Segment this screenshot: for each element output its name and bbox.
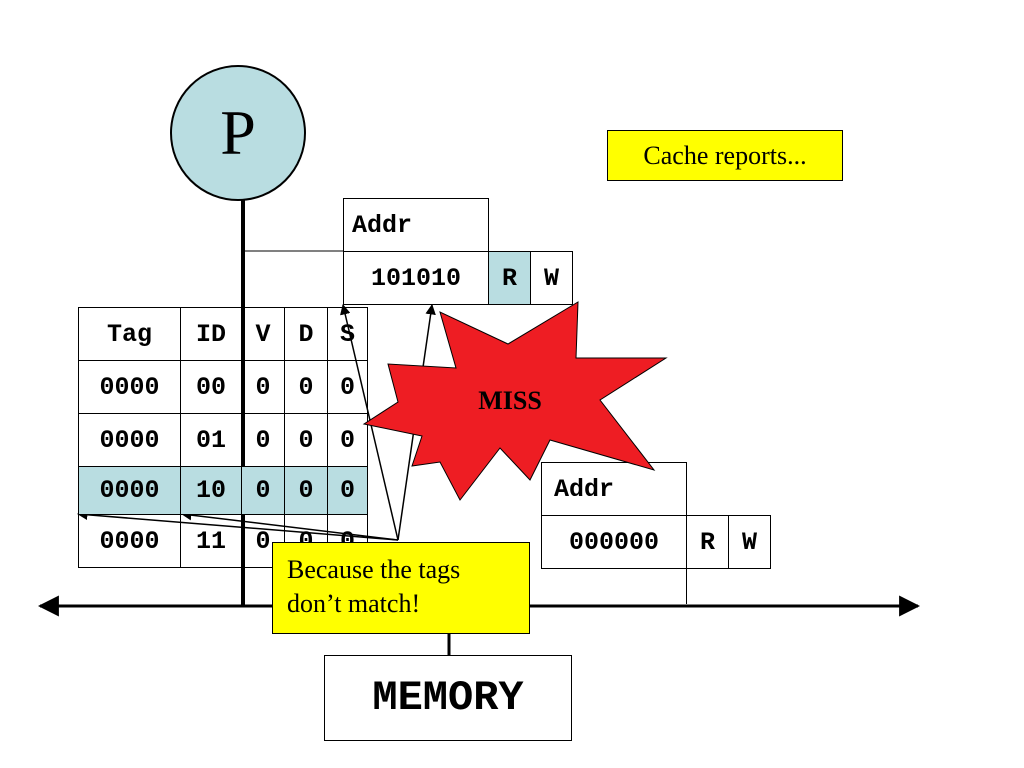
cache-cell: 11 [180,514,242,568]
cache-cell: 00 [180,360,242,414]
cache-cell: 0000 [78,514,181,568]
addr-top-header: Addr [343,198,489,252]
cache-reports-text: Cache reports... [643,140,807,170]
processor-label: P [220,97,256,168]
cache-cell: 0 [327,360,368,414]
cache-reports-note: Cache reports... [607,130,843,181]
cache-cell: 01 [180,413,242,467]
cache-cell: 0 [327,466,368,515]
addr-bottom-stem [686,568,687,604]
cache-cell: 0 [241,360,285,414]
cache-cell: 0 [327,413,368,467]
addr-top-w: W [530,251,573,305]
cache-cell: 0 [284,360,328,414]
arrow-to-addr-b [397,303,436,541]
miss-text: MISS [478,386,542,415]
cache-header-tag: Tag [78,307,181,361]
cache-cell: 0000 [78,413,181,467]
addr-bottom-header: Addr [541,462,687,516]
arrow-to-tag [76,509,399,541]
cache-header-id: ID [180,307,242,361]
addr-top-r: R [488,251,531,305]
addr-top-value: 101010 [343,251,489,305]
cache-cell: 10 [180,466,242,515]
cache-cell: 0000 [78,360,181,414]
memory-box: MEMORY [324,655,572,741]
cache-cell: 0 [284,413,328,467]
cache-header-v: V [241,307,285,361]
cache-cell: 0 [241,466,285,515]
addr-bottom-value: 000000 [541,515,687,569]
tags-note-line2: don’t match! [287,589,421,618]
tags-note-line1: Because the tags [287,555,461,584]
cache-header-s: S [327,307,368,361]
arrow-to-id [180,509,399,541]
processor-circle: P [170,65,306,201]
memory-label: MEMORY [372,674,524,722]
addr-bottom-r: R [686,515,729,569]
cache-cell: 0 [241,413,285,467]
cache-cell: 0 [284,466,328,515]
addr-bottom-w: W [728,515,771,569]
cache-cell: 0000 [78,466,181,515]
cache-header-d: D [284,307,328,361]
tags-note: Because the tags don’t match! [272,542,530,634]
